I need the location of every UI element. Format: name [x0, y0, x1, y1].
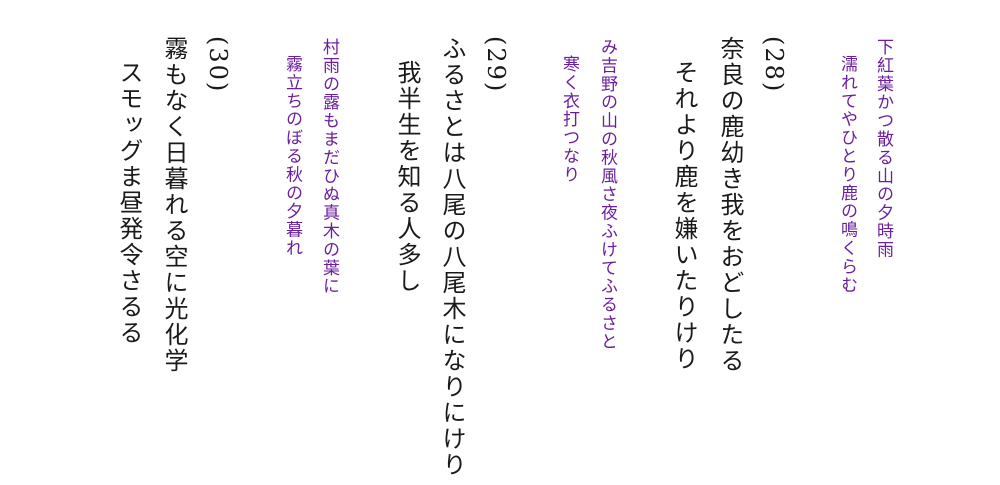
poem-30-number: (30) — [204, 36, 232, 94]
poem-28-line-2: それより鹿を嫌いたりけり — [670, 60, 698, 372]
poem-29-quote-line-2: 寒く衣打つなり — [559, 55, 579, 184]
poem-28-quote-line-1: 下紅葉かつ散る山の夕時雨 — [873, 38, 893, 259]
poem-30-line-2: スモッグま昼発令さるる — [115, 60, 143, 346]
poem-28-quote-line-2: 濡れてやひとり鹿の鳴くらむ — [837, 55, 857, 295]
poem-30-quote-line-2: 霧立ちのぼる秋の夕暮れ — [282, 55, 302, 258]
poem-29-line-2: 我半生を知る人多し — [393, 60, 421, 294]
poem-29-quote-line-1: み吉野の山の秋風さ夜ふけてふるさと — [597, 38, 617, 351]
poem-30-quote-line-1: 村雨の露もまだひぬ真木の葉に — [319, 38, 339, 296]
poem-29-line-1: ふるさとは八尾の八尾木になりにけり — [438, 36, 466, 478]
poem-28-line-1: 奈良の鹿幼き我をおどしたる — [716, 36, 744, 374]
poem-28-number: (28) — [760, 36, 788, 94]
poem-30-line-1: 霧もなく日暮れる空に光化学 — [160, 36, 188, 374]
poem-29-number: (29) — [482, 36, 510, 94]
